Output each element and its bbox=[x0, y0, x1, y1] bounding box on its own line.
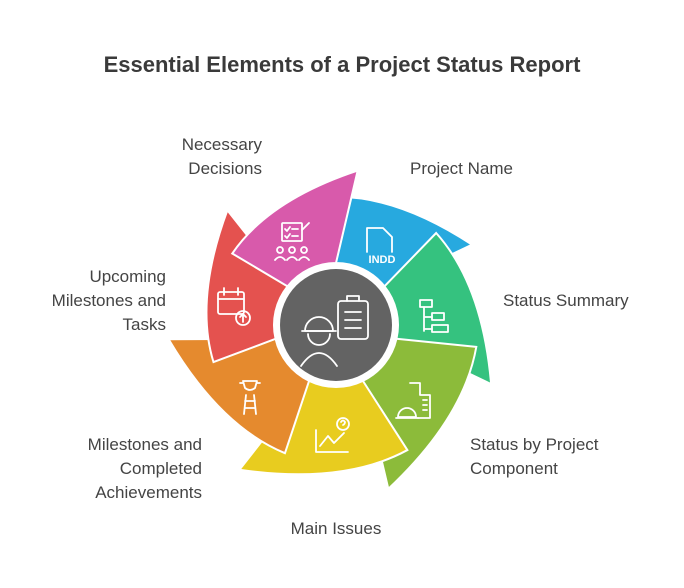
construction-document-icon bbox=[395, 382, 431, 419]
label-status-by-project-component: Status by Project Component bbox=[470, 435, 599, 478]
label-upcoming-milestones: Upcoming Milestones and Tasks bbox=[51, 267, 166, 334]
label-milestones-completed: Milestones and Completed Achievements bbox=[87, 435, 202, 502]
chart-question-icon bbox=[315, 417, 350, 453]
manager-checklist-icon bbox=[300, 295, 369, 367]
calendar-upload-icon bbox=[217, 287, 251, 326]
svg-text:INDD: INDD bbox=[369, 254, 396, 266]
label-project-name: Project Name bbox=[410, 159, 513, 178]
label-main-issues: Main Issues bbox=[290, 519, 382, 538]
decision-group-icon bbox=[274, 222, 310, 261]
trophy-ladder-icon bbox=[239, 380, 261, 415]
indd-file-icon: INDD bbox=[366, 227, 396, 266]
diagram-title: Essential Elements of a Project Status R… bbox=[103, 52, 581, 77]
label-status-summary: Status Summary bbox=[503, 291, 629, 310]
center-hub bbox=[280, 269, 392, 381]
label-necessary-decisions: Necessary Decisions bbox=[181, 135, 262, 178]
flowchart-icon bbox=[419, 299, 449, 333]
